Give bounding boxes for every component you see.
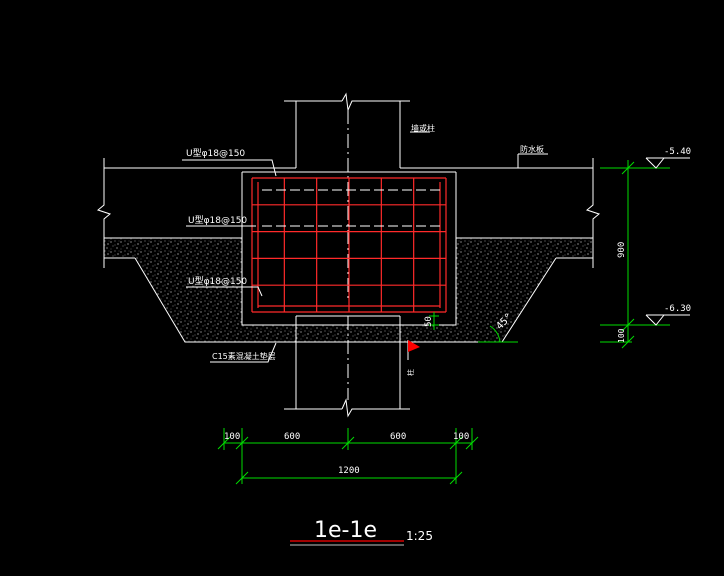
cushion-fill: [104, 238, 593, 342]
pit-outline: [134, 171, 557, 343]
label-slab: 防水板: [520, 144, 544, 154]
bar-leaders: [182, 131, 548, 363]
label-bar-top: U型φ18@150: [186, 148, 245, 159]
dim-total-width: 1200: [338, 466, 360, 476]
dim-left-half: 600: [284, 432, 300, 442]
lower-column: [284, 315, 410, 418]
section-scale: 1:25: [406, 529, 433, 543]
dim-cushion: 100: [617, 328, 626, 343]
label-bar-mid: U型φ18@150: [188, 215, 247, 226]
angle-marker: [478, 325, 518, 343]
label-cushion: C15素混凝土垫层: [212, 351, 276, 361]
elevation-bottom: -6.30: [664, 304, 691, 314]
bottom-dimension-chain: [217, 428, 479, 485]
upper-column: [284, 92, 410, 300]
elevation-dimensions: [600, 157, 690, 349]
dim-left-offset: 100: [224, 432, 240, 442]
label-column: 墙或柱: [411, 123, 435, 133]
cover-dimension: [429, 312, 439, 330]
level-marker: [407, 340, 420, 360]
section-title: 1e-1e: [314, 518, 377, 543]
label-bar-bot: U型φ18@150: [188, 276, 247, 287]
slab-outline: [96, 158, 601, 268]
rebar-ties: [262, 189, 440, 227]
dim-cover: 50: [424, 316, 434, 327]
dim-right-half: 600: [390, 432, 406, 442]
dim-right-offset: 100: [453, 432, 469, 442]
dim-depth: 900: [617, 242, 627, 258]
elevation-top: -5.40: [664, 147, 691, 157]
rebar-mesh: [251, 177, 447, 313]
label-small: 柱: [406, 369, 415, 376]
